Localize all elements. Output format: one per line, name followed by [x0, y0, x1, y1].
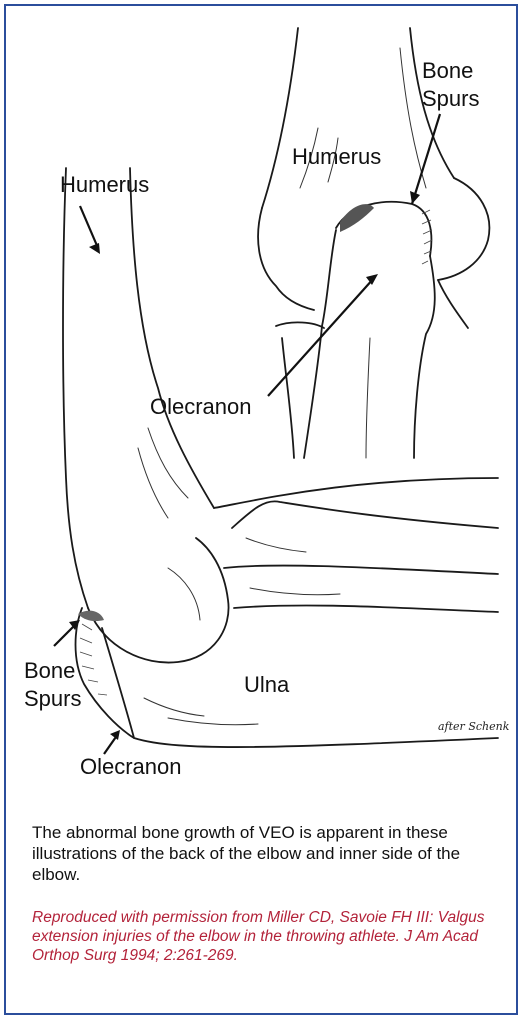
posterior-ulna-right [414, 256, 435, 458]
spur-shadow [78, 611, 104, 621]
posterior-ulna-left [304, 230, 336, 458]
arrow-humerus-left [80, 206, 98, 248]
posterior-medial-condyle [258, 208, 314, 310]
humerus-shading [138, 428, 188, 518]
radius-lower [224, 566, 498, 574]
trochlea-shading [168, 568, 200, 620]
lateral-epicondyle-edge [438, 280, 468, 328]
label-olecranon-mid: Olecranon [150, 394, 252, 419]
radius-upper [232, 501, 498, 528]
olecranon-process [76, 608, 135, 738]
arrow-bone-spurs-right [412, 114, 440, 204]
elbow-illustration: Bone Spurs Humerus Humerus Olecranon Bon… [18, 8, 520, 808]
label-bone-spurs-left-1: Bone [24, 658, 75, 683]
figure-citation: Reproduced with permission from Miller C… [32, 908, 492, 965]
radial-head [276, 322, 324, 328]
medial-elbow-view [63, 168, 498, 747]
elbow-drawing: Bone Spurs Humerus Humerus Olecranon Bon… [18, 8, 520, 808]
fossa-shadow [340, 204, 374, 232]
label-humerus-right: Humerus [292, 144, 381, 169]
label-olecranon-bottom: Olecranon [80, 754, 182, 779]
label-humerus-left: Humerus [60, 172, 149, 197]
ulna-shading [144, 698, 258, 725]
label-ulna: Ulna [244, 672, 290, 697]
label-bone-spurs-right-2: Spurs [422, 86, 479, 111]
arrowhead-humerus-left [89, 243, 100, 254]
olecranon-fossa [336, 202, 431, 256]
medial-humerus-back [63, 168, 88, 608]
ulna-upper [234, 605, 498, 612]
trochlea [88, 538, 229, 663]
radius-shaft [282, 338, 294, 458]
medial-humerus-front [130, 168, 214, 508]
figure-caption: The abnormal bone growth of VEO is appar… [32, 822, 502, 885]
forearm-top [214, 478, 498, 508]
posterior-ulna-ridge [366, 338, 370, 458]
pointer-arrows [54, 114, 440, 754]
posterior-lateral-condyle [438, 178, 489, 280]
label-bone-spurs-left-2: Spurs [24, 686, 81, 711]
posterior-humerus-shaft-left [262, 28, 298, 208]
artist-signature: after Schenk [438, 720, 510, 733]
label-bone-spurs-right-1: Bone [422, 58, 473, 83]
